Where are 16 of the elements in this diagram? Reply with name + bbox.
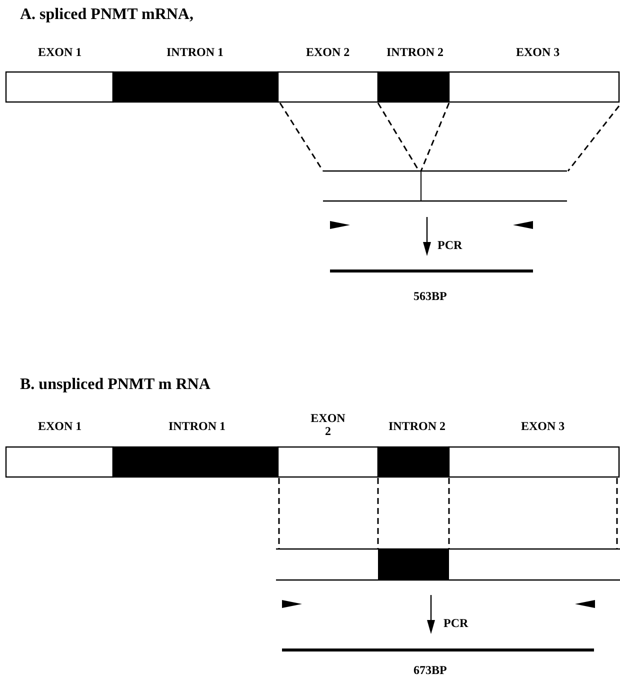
segment-label: INTRON 2 bbox=[388, 420, 446, 433]
segment-label: EXON 1 bbox=[38, 420, 82, 433]
segment-label: EXON 2 bbox=[310, 412, 346, 438]
segment-label: EXON 1 bbox=[38, 46, 82, 59]
product-size-label: 673BP bbox=[414, 664, 447, 677]
segment-label: EXON 3 bbox=[521, 420, 565, 433]
product-size-label: 563BP bbox=[414, 290, 447, 303]
segment-label: INTRON 1 bbox=[166, 46, 224, 59]
section-title: B. unspliced PNMT m RNA bbox=[20, 378, 210, 391]
segment-label: INTRON 2 bbox=[386, 46, 444, 59]
pcr-label: PCR bbox=[444, 617, 468, 630]
pcr-label: PCR bbox=[438, 239, 462, 252]
segment-label: INTRON 1 bbox=[168, 420, 226, 433]
segment-label: EXON 3 bbox=[516, 46, 560, 59]
segment-label: EXON 2 bbox=[306, 46, 350, 59]
section-title: A. spliced PNMT mRNA, bbox=[20, 8, 194, 21]
